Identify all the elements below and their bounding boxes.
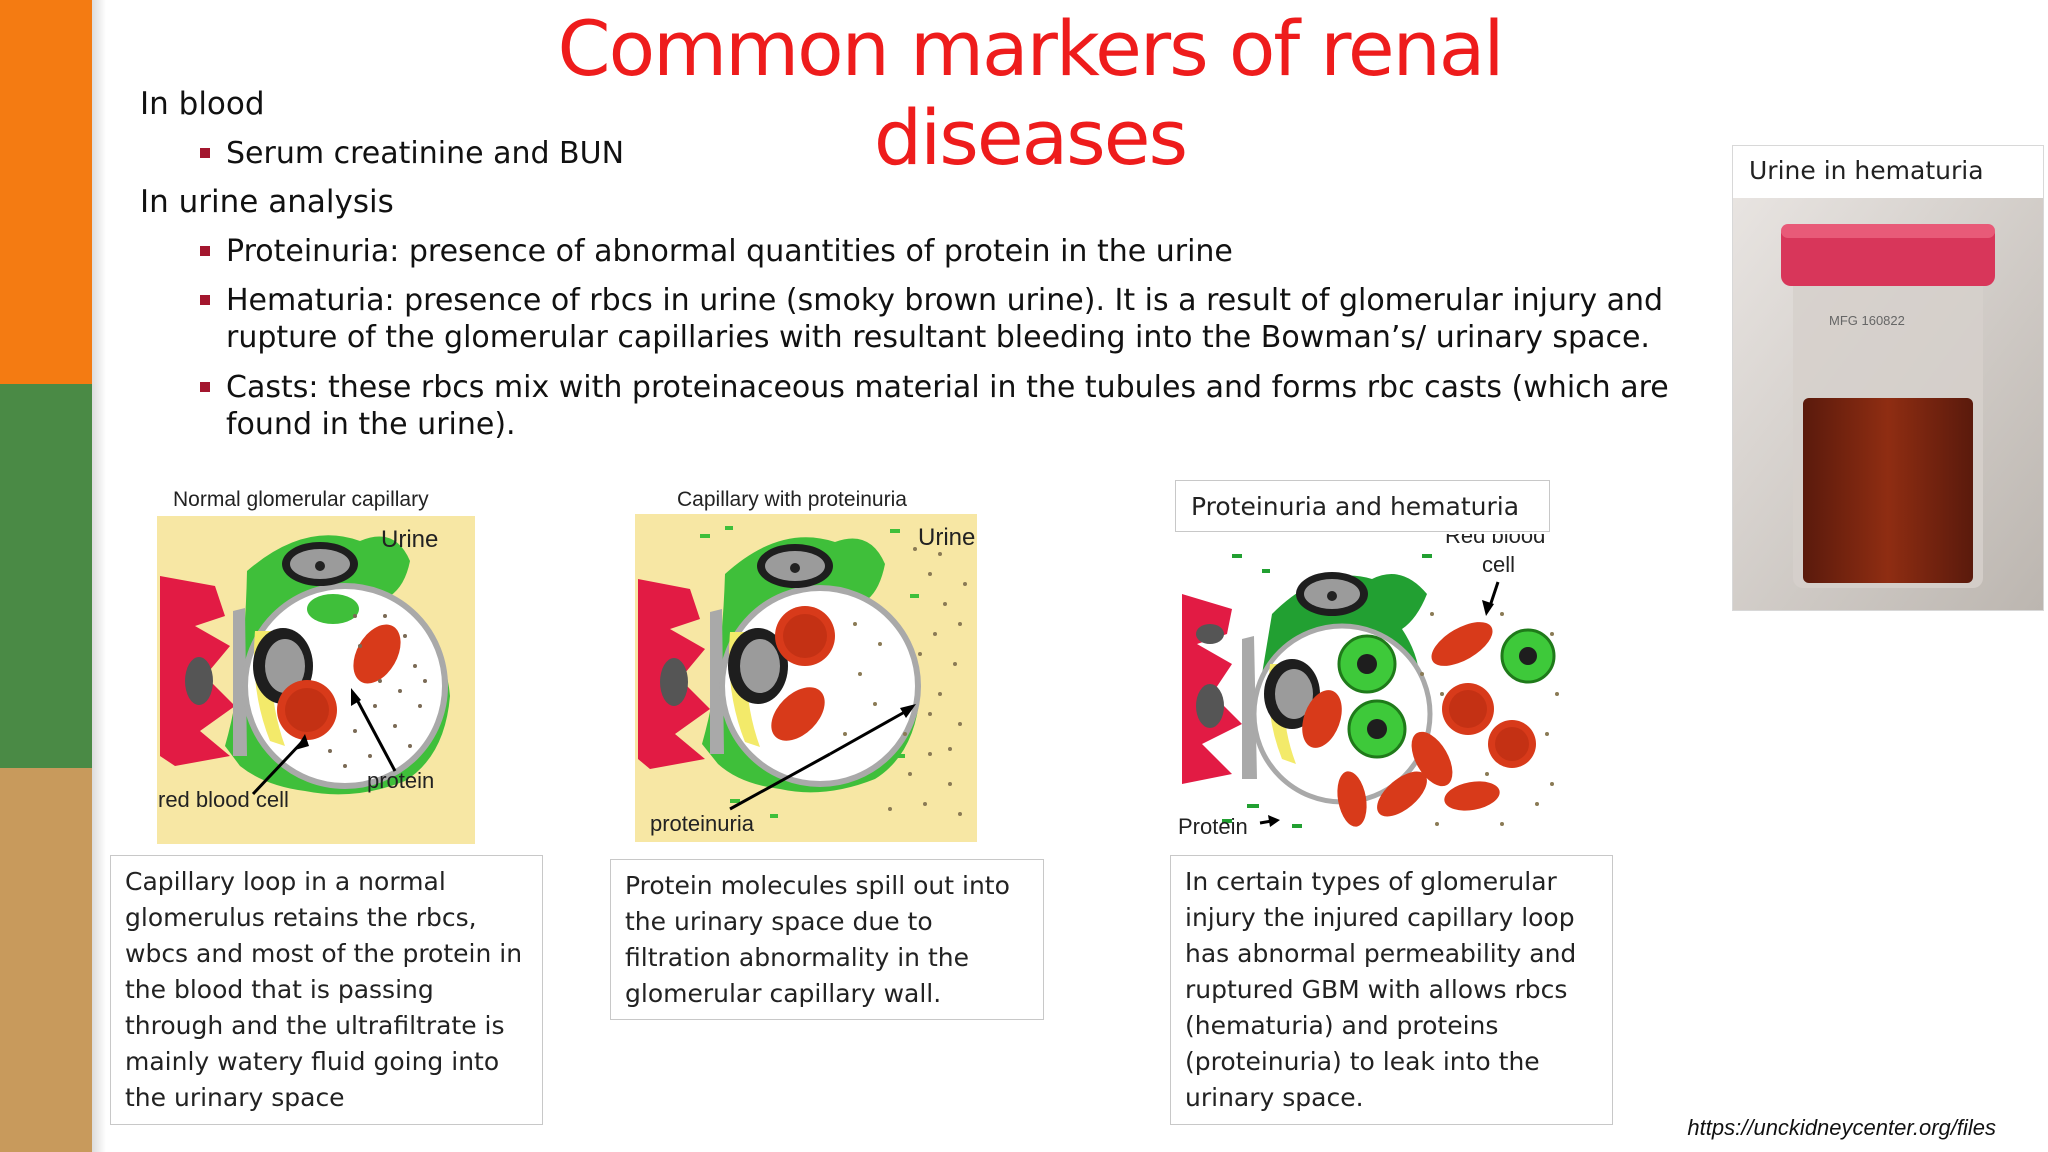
figure-capillary-proteinuria: Urine proteinuria: [635, 514, 977, 842]
bullet-marker: [200, 148, 210, 158]
caption-line: ruptured GBM with allows rbcs: [1185, 975, 1568, 1004]
urine-item-1: Proteinuria: presence of abnormal quanti…: [226, 234, 1233, 269]
caption-line: the urinary space due to: [625, 907, 933, 936]
caption-line: Capillary loop in a normal: [125, 867, 446, 896]
urine-label: Urine: [918, 524, 975, 551]
caption-line: has abnormal permeability and: [1185, 939, 1577, 968]
accent-stripe-green: [0, 384, 92, 768]
figure-normal-capillary: Urine protein red blood cell: [157, 516, 475, 844]
section-urine: In urine analysis: [140, 184, 394, 220]
caption-line: through and the ultrafiltrate is: [125, 1011, 505, 1040]
caption-line: (hematuria) and proteins: [1185, 1011, 1499, 1040]
protein-label: Protein: [1178, 814, 1248, 839]
photo-urine-hematuria: Urine in hematuria MFG 160822: [1732, 145, 2044, 611]
bullet-marker: [200, 295, 210, 305]
caption-line: mainly watery fluid going into: [125, 1047, 500, 1076]
section-blood: In blood: [140, 86, 265, 122]
photo-title: Urine in hematuria: [1749, 156, 1984, 185]
stripe-shadow: [92, 0, 106, 1152]
caption-line: (proteinuria) to leak into the: [1185, 1047, 1540, 1076]
caption-line: urinary space.: [1185, 1083, 1364, 1112]
proteinuria-label: proteinuria: [650, 811, 755, 836]
figure-2-title: Capillary with proteinuria: [677, 488, 907, 511]
accent-stripe-tan: [0, 768, 92, 1152]
caption-line: filtration abnormality in the: [625, 943, 969, 972]
figure-proteinuria-hematuria: Red blood cell Protein: [1178, 534, 1559, 839]
figure-3-title: Proteinuria and hematuria: [1191, 492, 1520, 521]
caption-line: In certain types of glomerular: [1185, 867, 1557, 896]
caption-line: the urinary space: [125, 1083, 345, 1112]
rbc-label-line1: Red blood: [1445, 534, 1545, 548]
bullet-marker: [200, 246, 210, 256]
urine-item-3: Casts: these rbcs mix with proteinaceous…: [226, 370, 1669, 442]
slide-title: Common markers of renal diseases: [557, 4, 1505, 182]
rbc-label-line2: cell: [1482, 552, 1515, 577]
bullet-marker: [200, 382, 210, 392]
caption-line: glomerular capillary wall.: [625, 979, 942, 1008]
figure-3-title-box: Proteinuria and hematuria: [1175, 480, 1550, 532]
caption-line: the blood that is passing: [125, 975, 434, 1004]
jar-text: MFG 160822: [1829, 313, 1905, 328]
figure-3-caption: In certain types of glomerular injury th…: [1170, 855, 1613, 1125]
caption-line: glomerulus retains the rbcs,: [125, 903, 477, 932]
figure-1-caption: Capillary loop in a normal glomerulus re…: [110, 855, 543, 1125]
figure-2-caption: Protein molecules spill out into the uri…: [610, 859, 1044, 1020]
urine-jar-image: MFG 160822: [1733, 198, 2043, 610]
caption-line: wbcs and most of the protein in: [125, 939, 523, 968]
blood-item-1: Serum creatinine and BUN: [226, 136, 625, 171]
caption-line: injury the injured capillary loop: [1185, 903, 1575, 932]
accent-stripe-orange: [0, 0, 92, 384]
urine-item-2: Hematuria: presence of rbcs in urine (sm…: [226, 283, 1664, 355]
caption-line: Protein molecules spill out into: [625, 871, 1010, 900]
source-url: https://unckidneycenter.org/files: [1687, 1115, 1996, 1140]
urine-label: Urine: [381, 526, 438, 553]
figure-1-title: Normal glomerular capillary: [173, 488, 429, 511]
protein-label: protein: [367, 768, 434, 793]
rbc-label: red blood cell: [158, 787, 289, 812]
